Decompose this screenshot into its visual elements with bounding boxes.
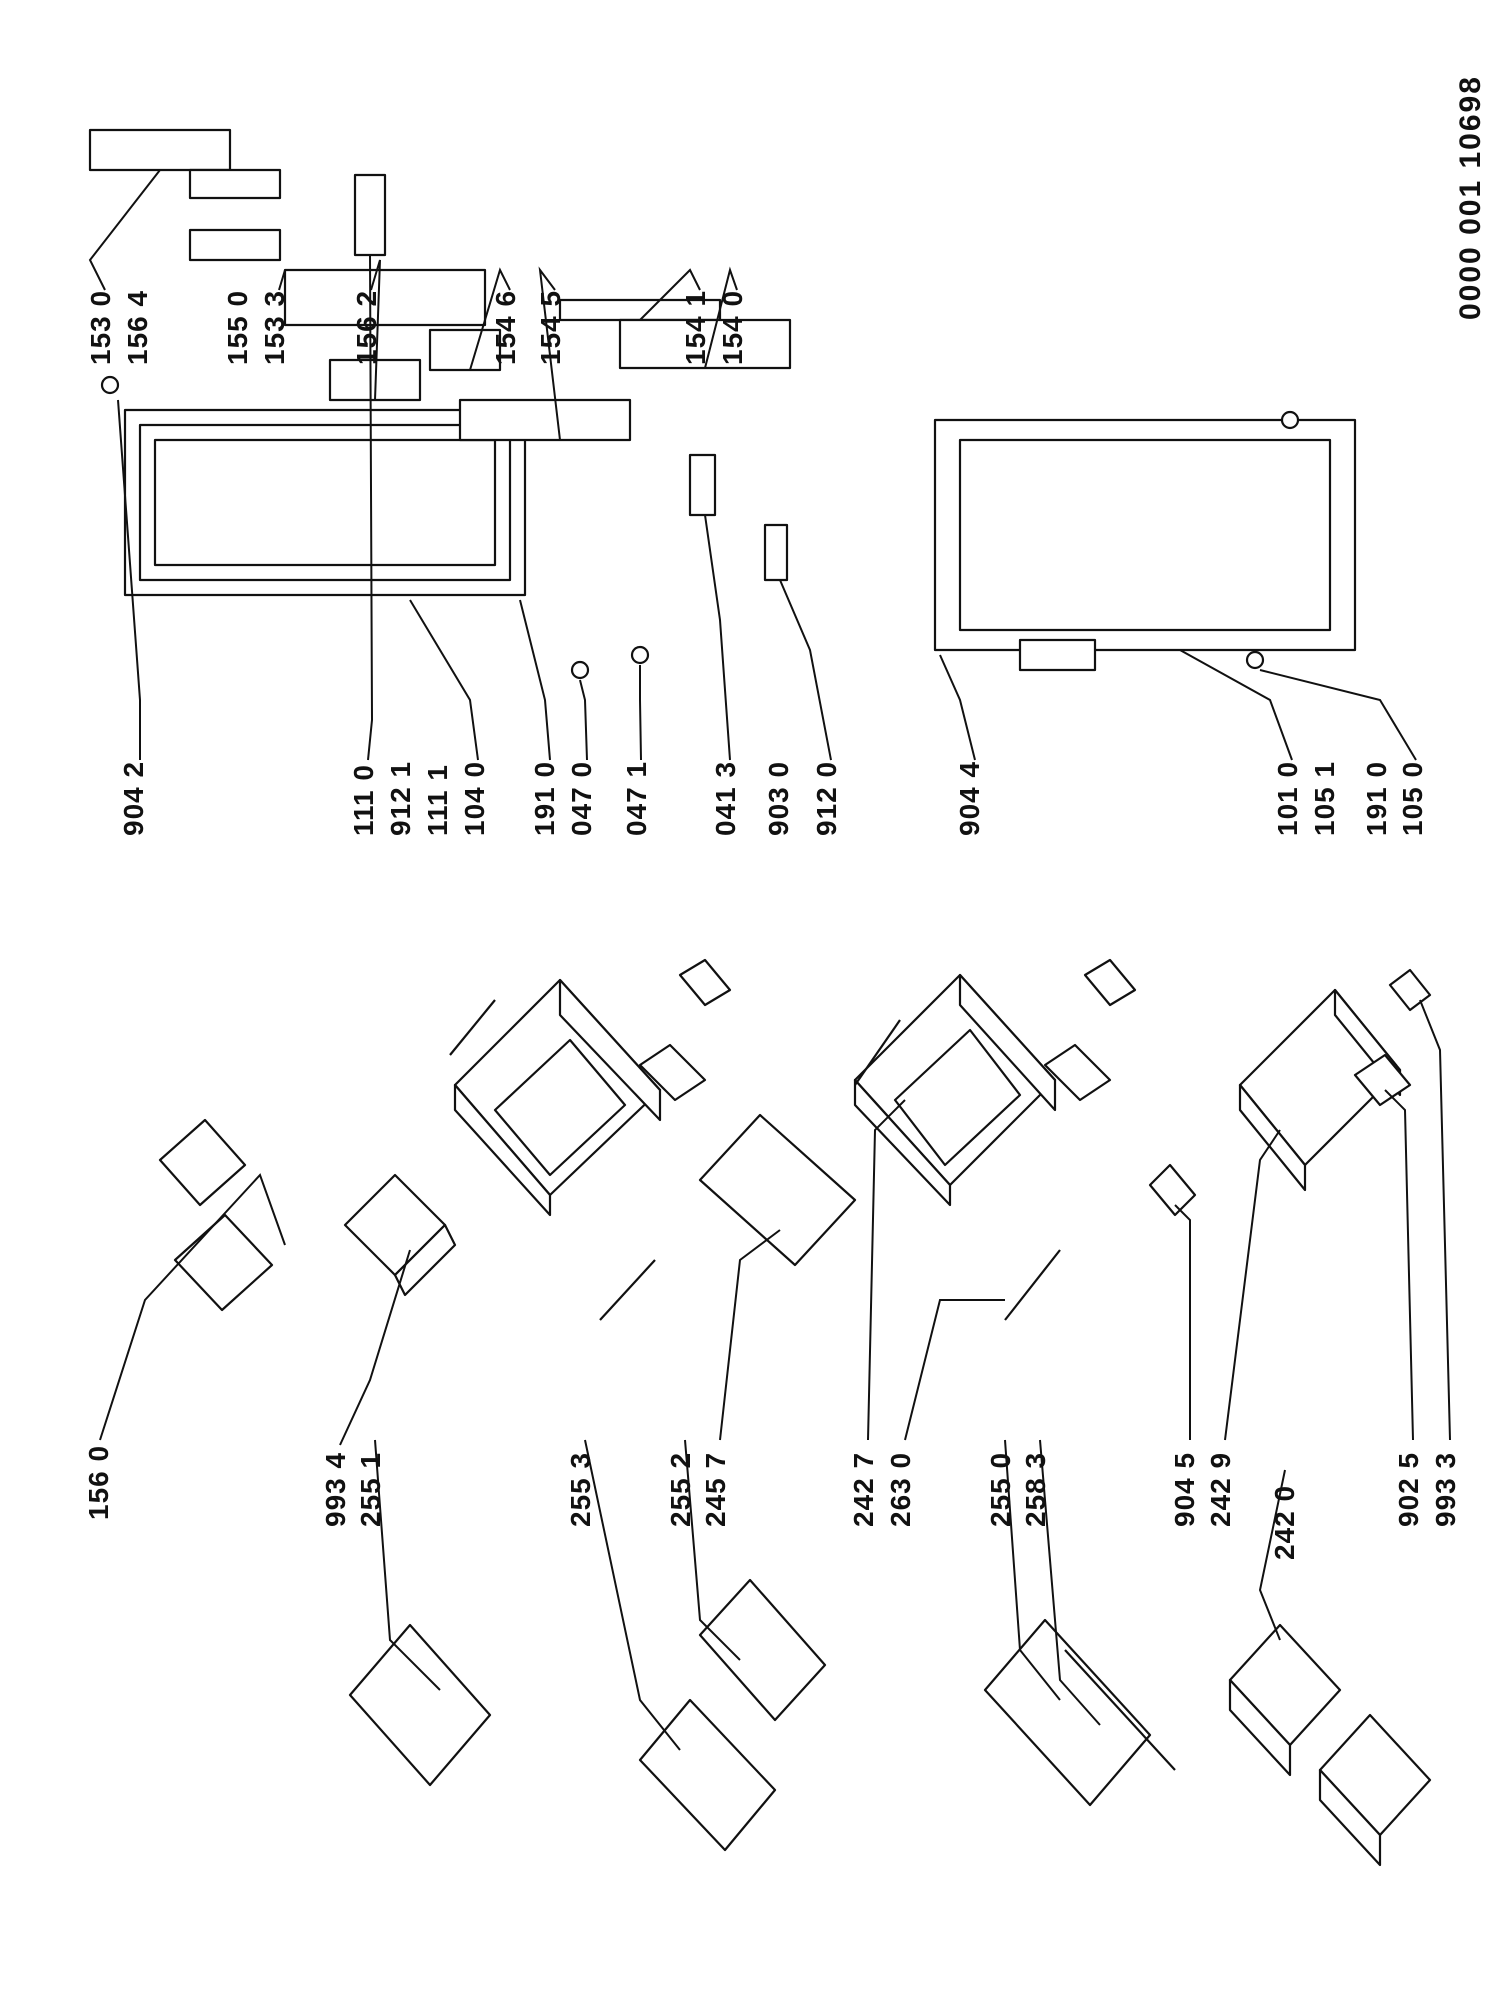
egg-tray-156-4 [188,168,282,200]
wire-shelf-255-2 [698,1578,827,1722]
door-shelf-parts-group [88,128,792,442]
label-101-0: 101 0 [1272,761,1303,836]
document-number: 0000 001 10698 [1454,75,1487,320]
label-902-5: 902 5 [1393,1452,1424,1527]
label-105-1: 105 1 [1309,761,1340,836]
label-153-3: 153 3 [259,290,290,365]
freezer-drawer-upper [453,978,662,1217]
label-904-5: 904 5 [1169,1452,1200,1527]
label-263-0: 263 0 [885,1452,916,1527]
drawer-rail-upper-b [599,1259,656,1321]
label-111-1: 111 1 [422,764,453,836]
upper-door-seal [153,438,497,567]
egg-holder-155-0 [188,228,282,262]
label-191-0-lower: 191 0 [1361,761,1392,836]
label-912-0: 912 0 [811,761,842,836]
label-993-3: 993 3 [1430,1452,1461,1527]
label-993-4: 993 4 [320,1452,351,1527]
bushing-047-1 [630,645,650,665]
retainer-154-6 [428,328,502,372]
drawer-rail-upper-a [449,999,496,1056]
label-191-0-upper: 191 0 [529,761,560,836]
label-154-1: 154 1 [680,290,711,365]
label-904-2: 904 2 [118,761,149,836]
lower-door-grille [958,438,1332,632]
label-104-0: 104 0 [459,761,490,836]
bushing-105-1 [1280,410,1300,430]
label-156-0: 156 0 [83,1445,114,1520]
label-111-0: 111 0 [348,764,379,836]
bushing-105-0 [1245,650,1265,670]
label-156-4: 156 4 [122,290,153,365]
label-041-3: 041 3 [710,761,741,836]
label-245-7: 245 7 [700,1452,731,1527]
shelf-trim-258-3 [1064,1649,1176,1771]
label-242-9: 242 9 [1205,1452,1236,1527]
label-047-0: 047 0 [566,761,597,836]
drawer-stop-upper [678,958,732,1007]
label-912-1: 912 1 [385,761,416,836]
drawer-rail-middle-a [854,1019,901,1086]
pin-904-2 [100,375,120,395]
drawer-bracket-904-5 [1148,1163,1197,1217]
freezer-parts-group [158,958,1432,1867]
door-bin-153-0 [88,128,232,172]
callout-labels: 156 0 993 4 255 1 255 3 255 2 245 7 242 … [83,75,1487,1560]
drawer-rail-middle-b [1004,1249,1061,1321]
wire-shelf-255-1 [348,1623,492,1787]
hinge-plate-lower [1018,638,1097,672]
wire-shelf-255-3 [638,1698,777,1852]
freezer-drawer-middle [853,973,1057,1207]
label-255-3: 255 3 [565,1452,596,1527]
screw-912-0 [763,523,789,582]
small-drawer-pair [1228,1623,1432,1867]
door-bin-153-3 [283,268,487,327]
door-parts-group [100,173,1357,680]
ice-tray-part [158,1118,274,1312]
label-047-1: 047 1 [621,761,652,836]
drawer-stop-993-3 [1388,968,1432,1012]
label-105-0: 105 0 [1397,761,1428,836]
label-242-7: 242 7 [848,1452,879,1527]
label-155-0: 155 0 [222,290,253,365]
drawer-stop-middle [1083,958,1137,1007]
glass-shelf-part [698,1113,857,1267]
door-bin-154-5 [458,398,632,442]
label-903-0: 903 0 [763,761,794,836]
door-bin-154-0 [618,318,792,370]
label-904-4: 904 4 [954,761,985,836]
drawer-clip-middle [1043,1043,1112,1102]
drawer-clip-upper [638,1043,707,1102]
hinge-plate-111-0 [353,173,387,257]
label-153-0: 153 0 [85,290,116,365]
leader-lines [88,169,1451,1751]
hinge-041-3 [688,453,717,517]
glass-plate-255-0 [983,1618,1152,1807]
label-154-6: 154 6 [490,290,521,365]
drawer-clip-902-5 [1353,1053,1412,1107]
bushing-047-0 [570,660,590,680]
ice-box-part [343,1173,457,1297]
